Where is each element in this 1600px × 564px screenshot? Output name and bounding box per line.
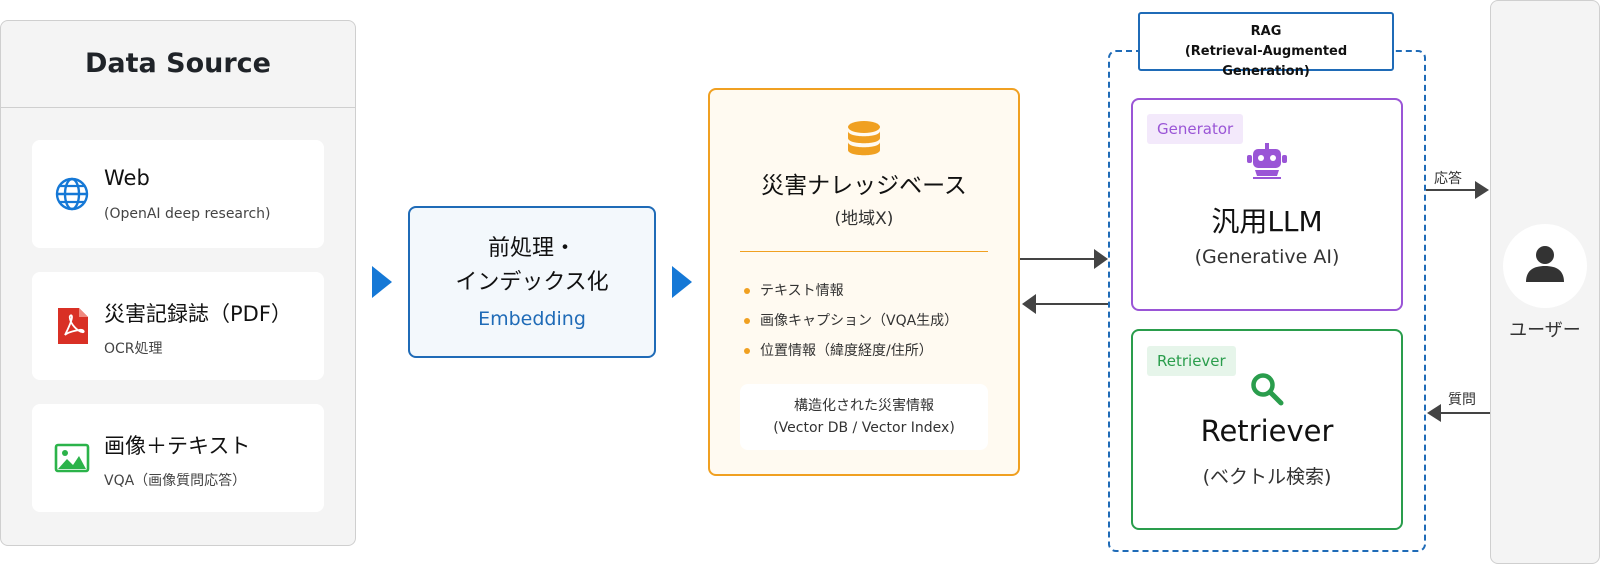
source-subtitle-web: (OpenAI deep research) [104,206,271,222]
database-icon [848,121,880,156]
rag-label-line2: (Retrieval-Augmented Generation) [1184,44,1348,79]
structured-info-line2: (Vector DB / Vector Index) [773,420,955,436]
source-card-pdf: 災害記録誌（PDF） OCR処理 [32,272,324,380]
source-title-web: Web [104,166,150,190]
answer-arrow-head [1475,181,1489,199]
source-subtitle-image: VQA（画像質問応答） [104,473,247,489]
source-card-image: 画像＋テキスト VQA（画像質問応答） [32,404,324,512]
source-subtitle-pdf: OCR処理 [104,341,163,357]
source-card-web: Web (OpenAI deep research) [32,140,324,248]
source-title-image: 画像＋テキスト [104,434,251,458]
globe-icon [55,177,89,211]
generator-subtitle: (Generative AI) [1194,246,1340,268]
structured-info-line1: 構造化された災害情報 [794,398,934,414]
retriever-title: Retriever [1200,414,1334,448]
arrow-to-preprocess [372,266,392,298]
preprocess-box [408,206,656,358]
arrow-to-knowledge-base [672,266,692,298]
knowledge-base-subtitle: (地域X) [834,209,894,229]
knowledge-base-title: 災害ナレッジベース [761,173,967,199]
answer-arrow [1426,181,1489,199]
question-arrow-head [1427,404,1441,422]
bullet-dot [744,318,750,324]
generator-tag: Generator [1147,114,1244,144]
knowledge-base-divider [740,251,988,252]
structured-info-box: 構造化された災害情報 (Vector DB / Vector Index) [740,384,988,450]
source-title-pdf: 災害記録誌（PDF） [104,302,292,326]
preprocess-subtitle: Embedding [478,308,586,330]
data-source-title: Data Source [0,20,356,108]
kb-rag-arrows [1020,249,1108,314]
bullet-dot [744,288,750,294]
kb-list-item: テキスト情報 [744,280,844,300]
robot-icon [1247,143,1287,179]
generator-title: 汎用LLM [1211,205,1323,238]
arrow-kb-to-rag-head [1094,249,1108,269]
kb-list-item: 位置情報（緯度経度/住所） [744,340,933,360]
search-icon [1251,373,1284,406]
kb-item-text: 画像キャプション（VQA生成） [760,313,959,329]
kb-list-item: 画像キャプション（VQA生成） [744,310,958,330]
user-label: ユーザー [1509,320,1581,341]
rag-label: RAG (Retrieval-Augmented Generation) [1138,12,1394,79]
arrow-rag-to-kb-head [1022,294,1036,314]
pdf-icon [58,308,88,344]
bullet-dot [744,348,750,354]
rag-label-line1: RAG [1250,24,1282,39]
answer-label: 応答 [1434,171,1462,187]
kb-item-text: テキスト情報 [760,283,844,299]
kb-item-text: 位置情報（緯度経度/住所） [760,343,933,359]
image-icon [54,443,90,473]
user-icon [1526,246,1564,282]
retriever-subtitle: (ベクトル検索) [1202,466,1332,488]
retriever-tag: Retriever [1147,346,1236,376]
preprocess-title-line1: 前処理・ [487,236,576,261]
preprocess-title: 前処理・ インデックス化 [408,232,656,300]
question-label: 質問 [1448,392,1476,408]
preprocess-title-line2: インデックス化 [455,270,609,295]
question-arrow [1427,404,1490,422]
